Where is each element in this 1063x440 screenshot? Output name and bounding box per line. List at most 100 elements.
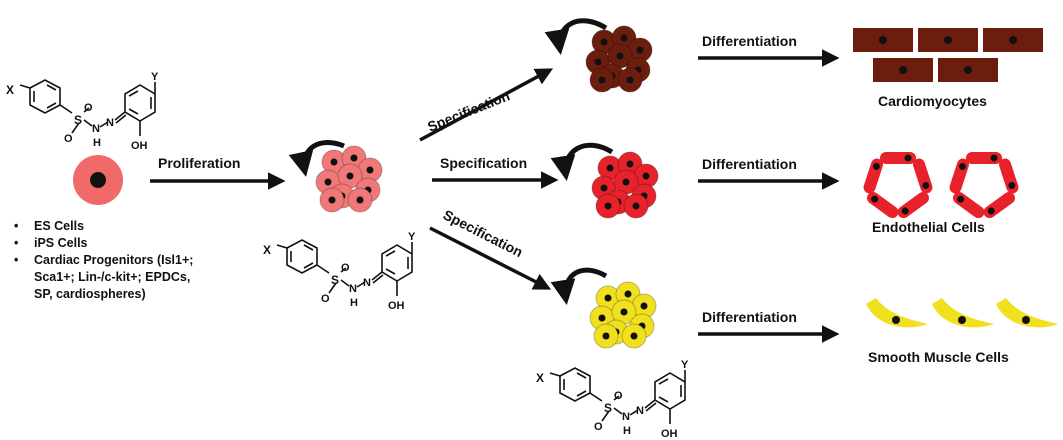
endothelial-cell-body bbox=[863, 158, 883, 194]
endothelial-cell-nucleus bbox=[872, 162, 880, 170]
source-item-cardiac-progenitors-line3: SP, cardiospheres) bbox=[34, 287, 146, 301]
source-item-cardiac-progenitors-line2: Sca1+; Lin-/c-kit+; EPDCs, bbox=[34, 270, 191, 284]
differentiation-label-endothelial: Differentiation bbox=[702, 156, 797, 172]
endothelial-cell bbox=[953, 191, 985, 219]
endothelial-cell-body bbox=[867, 191, 899, 219]
progenitor-nucleus bbox=[324, 178, 332, 186]
cardiac-cluster bbox=[544, 18, 653, 93]
endothelial-cell bbox=[913, 158, 933, 194]
endothelial-nucleus bbox=[622, 178, 630, 186]
endothelial-nucleus bbox=[642, 172, 650, 180]
differentiation-label-smooth-muscle: Differentiation bbox=[702, 309, 797, 325]
endothelial-cell bbox=[867, 191, 899, 219]
molecule-1-oh-label: OH bbox=[131, 140, 148, 152]
endothelial-cell-nucleus bbox=[922, 181, 930, 189]
molecule-1-s-label: S bbox=[74, 113, 82, 127]
cardiac-cells bbox=[585, 25, 653, 93]
endothelial-cell bbox=[949, 158, 969, 194]
endothelial-nucleus bbox=[606, 164, 614, 172]
endothelial-cell-nucleus bbox=[901, 207, 909, 215]
specification-arrow-bottom bbox=[429, 226, 552, 290]
endothelial-rings bbox=[863, 152, 1019, 219]
source-item-cardiac-progenitors: Cardiac Progenitors (Isl1+; bbox=[14, 252, 193, 269]
smooth-muscle-cells bbox=[589, 281, 657, 349]
molecule-1-x-label: X bbox=[6, 83, 14, 97]
endothelial-cell-nucleus bbox=[987, 207, 995, 215]
molecule-3-x-label: X bbox=[536, 371, 544, 385]
smooth-muscle-nucleus bbox=[640, 302, 648, 310]
molecule-1-o2-label: O bbox=[64, 133, 73, 145]
endothelial-cell-nucleus bbox=[904, 154, 912, 162]
endothelial-cell bbox=[880, 152, 916, 164]
specification-label-bottom: Specification bbox=[441, 206, 526, 260]
endothelial-cell-nucleus bbox=[1008, 181, 1016, 189]
endothelial-cell-body bbox=[953, 191, 985, 219]
specification-arrow-top bbox=[419, 68, 554, 142]
molecule-3-oh-label: OH bbox=[661, 428, 678, 440]
endothelial-cell-body bbox=[897, 191, 929, 219]
molecule-2-o-label: O bbox=[341, 262, 350, 274]
cardiac-nucleus bbox=[626, 76, 634, 84]
endothelial-renewal-arrow-icon bbox=[550, 142, 614, 181]
progenitor-nucleus bbox=[346, 172, 354, 180]
smooth-muscle-nucleus bbox=[624, 290, 632, 298]
molecule-3-s-label: S bbox=[604, 401, 612, 415]
cardiac-nucleus bbox=[620, 34, 628, 42]
self-renewal-arrow-icon bbox=[288, 139, 345, 177]
smooth-muscle-nucleus bbox=[598, 314, 606, 322]
molecule-1-n-label: N bbox=[92, 123, 100, 135]
endothelial-cell bbox=[897, 191, 929, 219]
progenitor-nucleus bbox=[350, 154, 358, 162]
smooth-muscle-nucleus bbox=[630, 332, 638, 340]
molecule-2-o2-label: O bbox=[321, 293, 330, 305]
cardiac-renewal-arrow-icon bbox=[544, 18, 608, 55]
progenitor-nucleus bbox=[366, 166, 374, 174]
sulfonyl-hydrazone-molecule-3: X Y S O O N H N OH bbox=[536, 359, 689, 440]
molecule-2-oh-label: OH bbox=[388, 300, 405, 312]
endothelial-cells bbox=[591, 151, 659, 219]
molecule-3-n2-label: N bbox=[636, 405, 644, 417]
endothelial-cell-nucleus bbox=[871, 195, 879, 203]
molecule-2-h-label: H bbox=[350, 297, 358, 309]
smooth-muscle-renewal-arrow-icon bbox=[550, 267, 608, 305]
endothelial-cell-nucleus bbox=[958, 162, 966, 170]
endothelial-nucleus bbox=[604, 202, 612, 210]
cardiac-nucleus bbox=[600, 38, 608, 46]
endothelial-cell bbox=[966, 152, 1002, 164]
source-item-es-cells: ES Cells bbox=[14, 218, 193, 235]
cardiomyocytes-label: Cardiomyocytes bbox=[878, 93, 987, 109]
proliferation-label: Proliferation bbox=[158, 155, 240, 171]
source-cell-list: ES Cells iPS Cells Cardiac Progenitors (… bbox=[14, 218, 193, 303]
progenitor-nucleus bbox=[356, 196, 364, 204]
source-item-ips-cells: iPS Cells bbox=[14, 235, 193, 252]
stem-cell bbox=[73, 155, 123, 205]
endothelial-cell bbox=[999, 158, 1019, 194]
endothelial-cell-body bbox=[949, 158, 969, 194]
endothelial-cell-body bbox=[999, 158, 1019, 194]
cardiac-nucleus bbox=[636, 46, 644, 54]
endothelial-cell-body bbox=[913, 158, 933, 194]
smooth-muscle-nucleus bbox=[602, 332, 610, 340]
progenitor-nucleus bbox=[330, 158, 338, 166]
molecule-1-h-label: H bbox=[93, 137, 101, 149]
molecule-2-x-label: X bbox=[263, 243, 271, 257]
endothelial-label: Endothelial Cells bbox=[872, 219, 985, 235]
endothelial-nucleus bbox=[626, 160, 634, 168]
smooth-muscle-nucleus bbox=[620, 308, 628, 316]
cardiac-nucleus bbox=[594, 58, 602, 66]
molecule-2-n2-label: N bbox=[363, 277, 371, 289]
endothelial-cell bbox=[983, 191, 1015, 219]
sulfonyl-hydrazone-molecule-2: X Y S O O N H N OH bbox=[263, 231, 416, 312]
cardiomyocytes bbox=[853, 28, 1043, 82]
smooth-muscle-cluster bbox=[550, 267, 657, 349]
molecule-2-y-label: Y bbox=[408, 231, 416, 243]
progenitor-nucleus bbox=[328, 196, 336, 204]
endothelial-nucleus bbox=[600, 184, 608, 192]
sulfonyl-hydrazone-molecule-1: X Y S O O N H N OH bbox=[6, 71, 159, 152]
molecule-2-s-label: S bbox=[331, 273, 339, 287]
progenitor-cluster bbox=[288, 139, 383, 213]
molecule-3-y-label: Y bbox=[681, 359, 689, 371]
molecule-1-o-label: O bbox=[84, 102, 93, 114]
endothelial-nucleus bbox=[632, 202, 640, 210]
